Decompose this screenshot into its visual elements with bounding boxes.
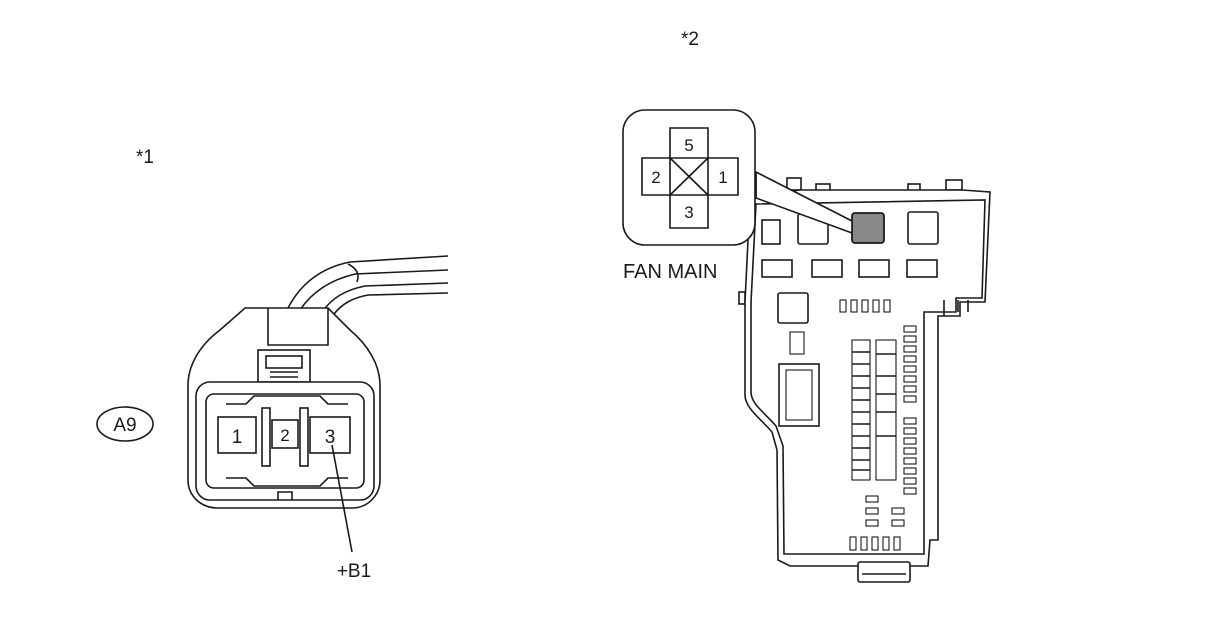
relay-block (738, 177, 991, 583)
terminal-signal-label: +B1 (337, 561, 371, 582)
connector-a9: 1 2 3 (187, 307, 381, 509)
relay-pin-3: 3 (684, 203, 693, 222)
fuse-column-small (903, 325, 917, 495)
relay-pin-5: 5 (684, 136, 693, 155)
wire-harness (287, 255, 449, 315)
relay-pin-1: 1 (718, 168, 727, 187)
view-1-label: *1 (136, 147, 154, 168)
view-2-label: *2 (681, 29, 699, 50)
relay-pin-2: 2 (651, 168, 660, 187)
connector-pin-1: 1 (232, 427, 243, 448)
relay-name-label: FAN MAIN (623, 261, 717, 283)
fan-main-relay-slot (851, 212, 885, 244)
fuse-row-top (839, 299, 891, 313)
fuse-small-bottom (865, 495, 905, 527)
fuse-row-bottom (849, 536, 901, 551)
connector-id-badge (96, 406, 154, 442)
connector-id-label: A9 (113, 415, 136, 436)
relay-pin-callout: 5 2 1 3 (622, 109, 853, 246)
connector-pin-2: 2 (280, 426, 289, 445)
fuse-column-left (851, 339, 871, 481)
connector-pin-3: 3 (325, 427, 336, 448)
fuse-column-right (875, 339, 897, 481)
terminal-leader-line (331, 444, 353, 553)
